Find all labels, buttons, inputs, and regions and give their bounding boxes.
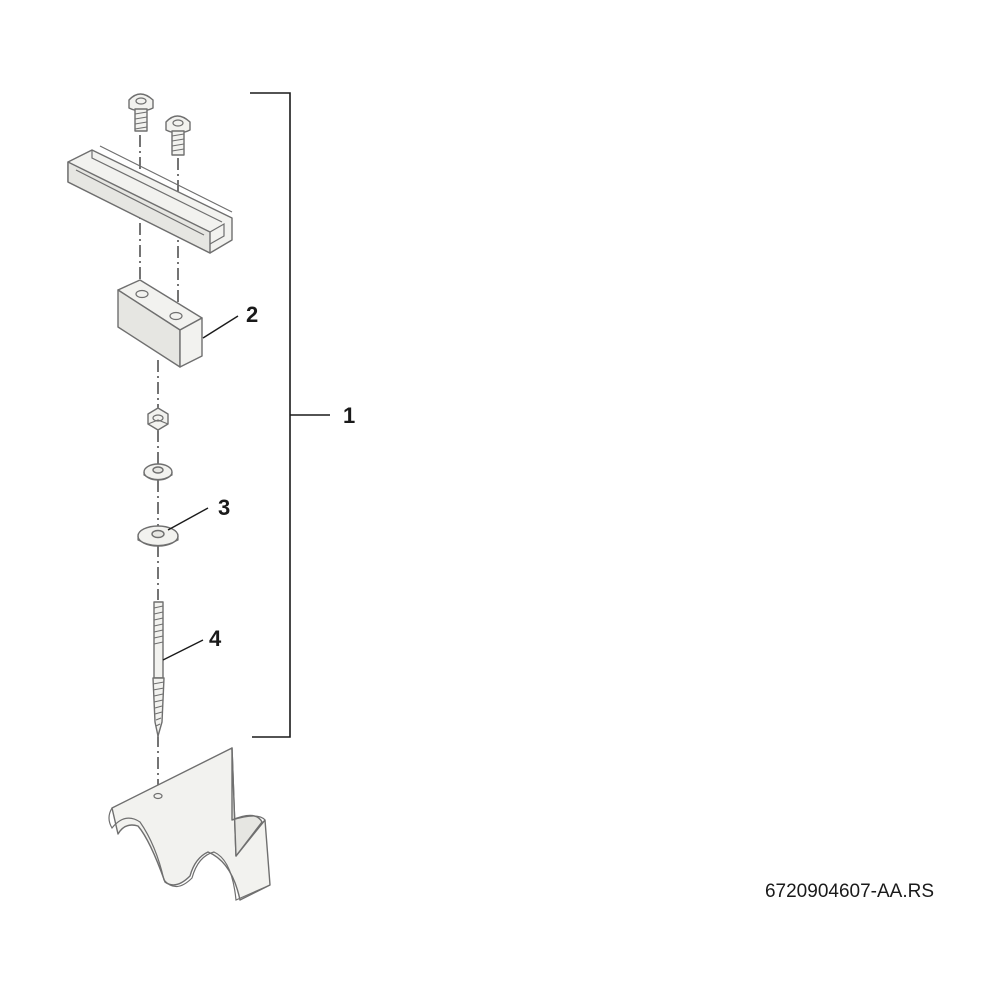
callout-3: 3 [218,495,230,520]
large-washer [137,525,179,547]
screw-right [165,115,191,156]
small-washer [143,463,173,481]
leader-4 [162,639,204,661]
screw-left [128,93,154,132]
mounting-rail [67,145,233,254]
callout-1: 1 [343,403,355,428]
assembly-bracket [250,92,291,738]
callout-4: 4 [209,626,222,651]
leader-3 [167,507,209,531]
document-reference: 6720904607-AA.RS [765,881,934,902]
hex-nut [147,407,169,431]
mounting-block [117,279,203,368]
callout-2: 2 [246,302,258,327]
leader-2 [202,315,239,339]
roof-base-bracket [108,747,271,901]
hanger-bolt [152,601,165,737]
